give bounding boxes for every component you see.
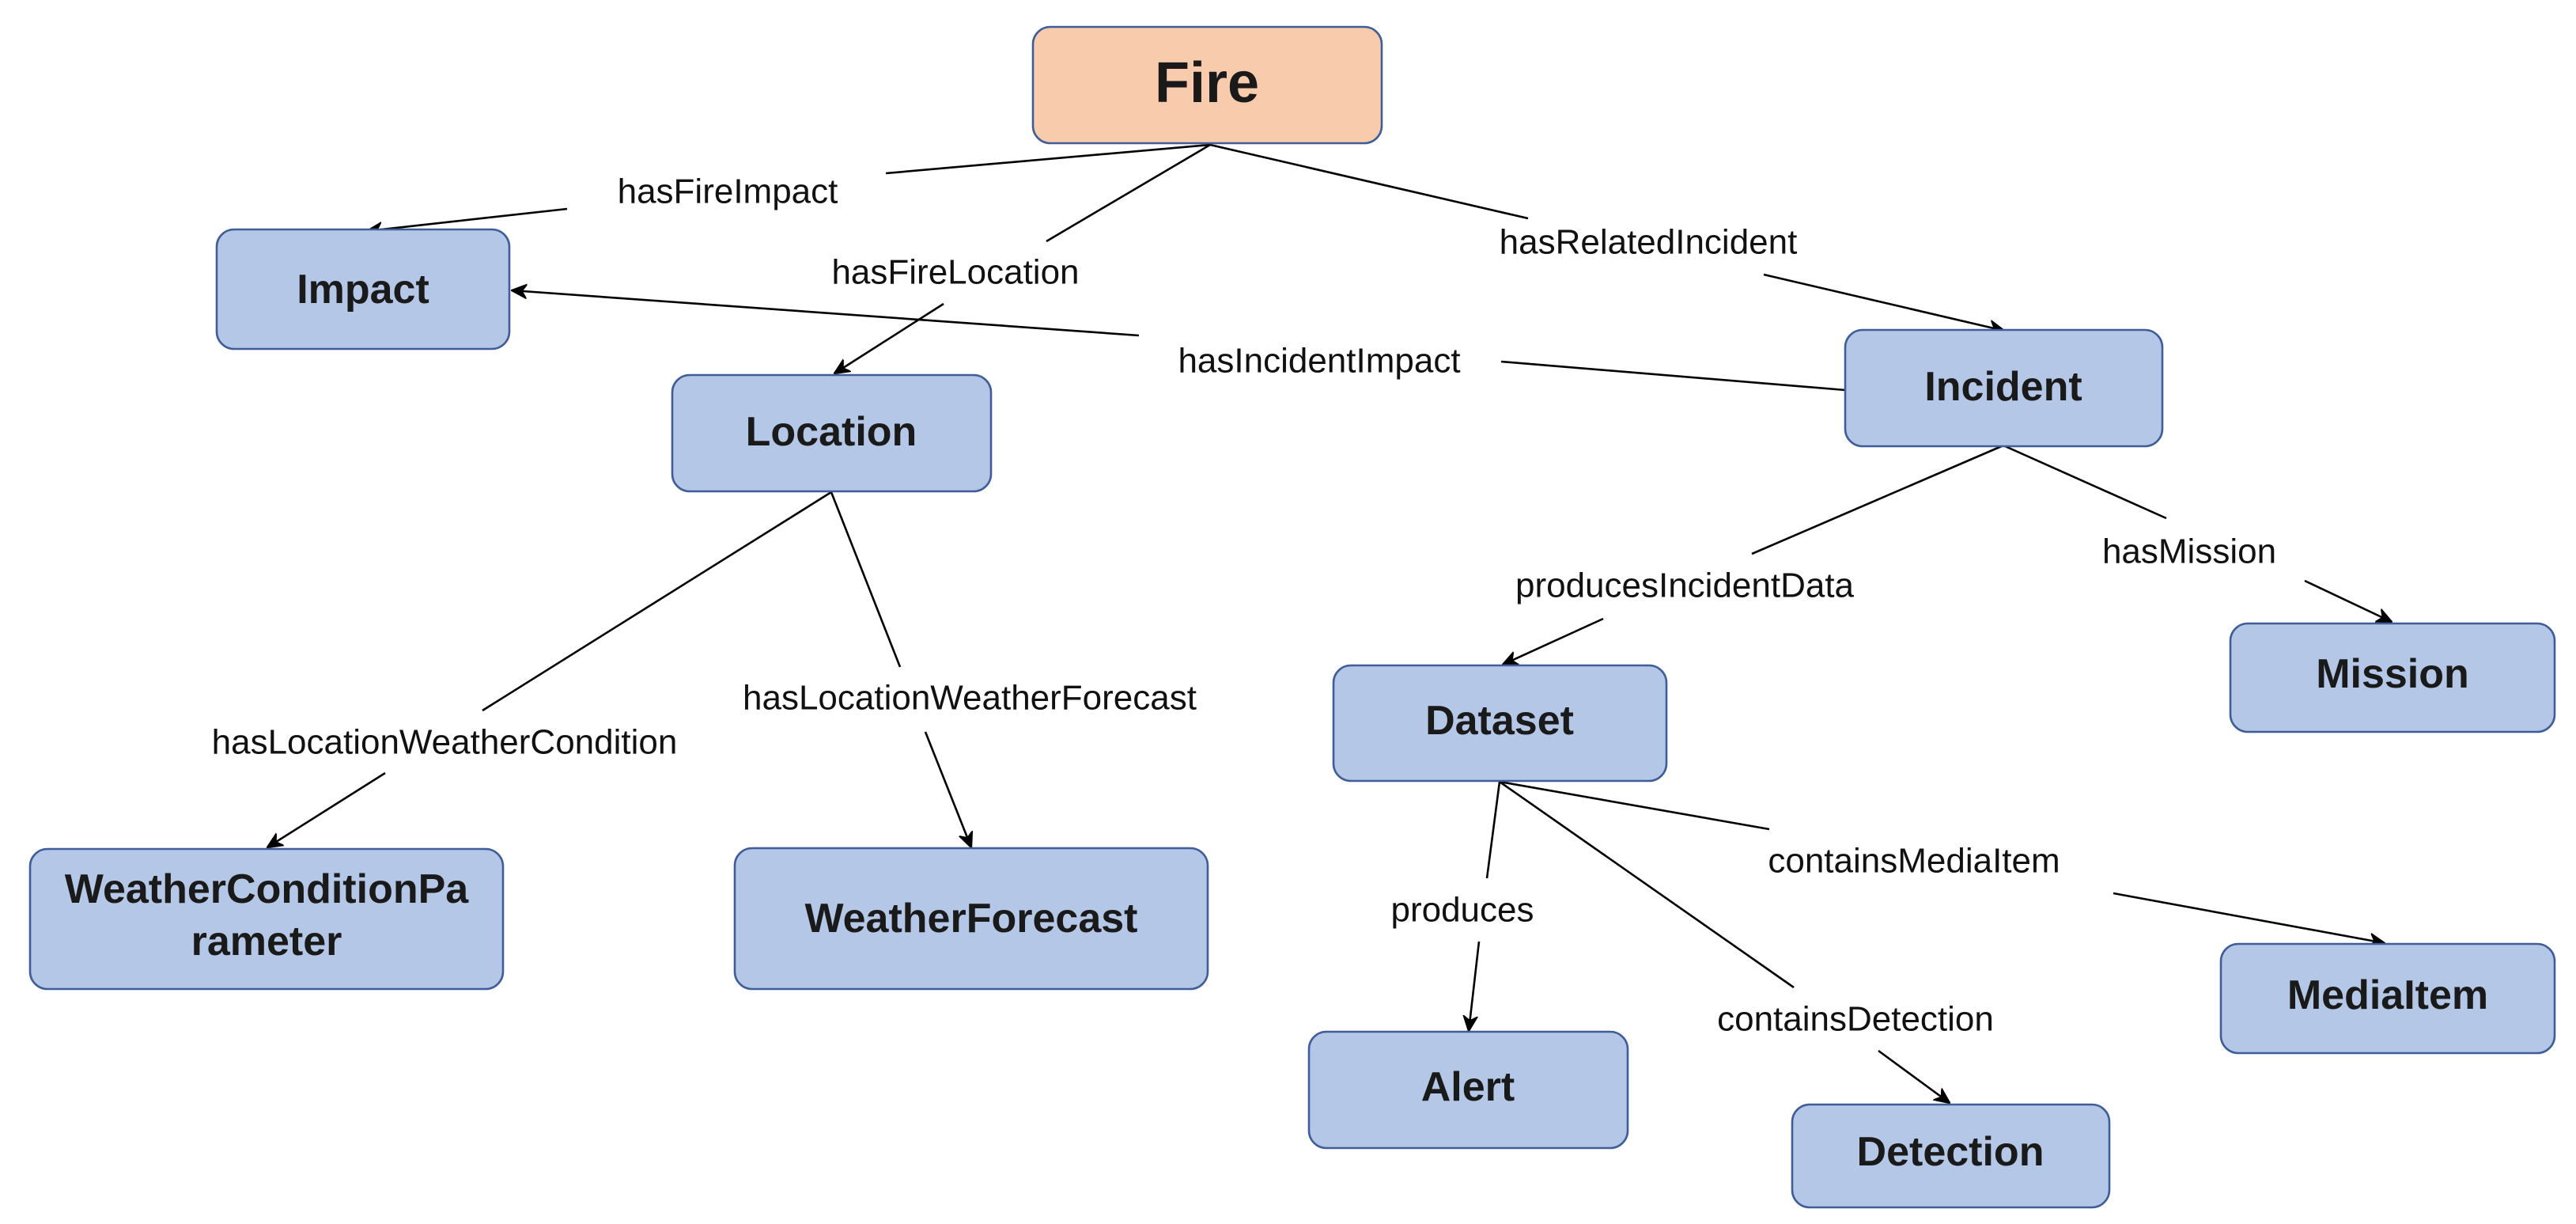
node-incident-label: Incident — [1924, 364, 2082, 410]
edge-arrow-line — [834, 302, 944, 373]
edge-has-incident-impact: hasIncidentImpact — [512, 290, 1846, 392]
node-dataset-box — [1332, 664, 1668, 783]
edge-arrow-line — [367, 207, 568, 231]
node-alert[interactable]: Alert — [1307, 1030, 1629, 1150]
edge-label-has-location-weather-condition: hasLocationWeatherCondition — [212, 723, 678, 762]
node-dataset[interactable]: Dataset — [1332, 664, 1668, 783]
node-impact-box — [215, 228, 511, 351]
edge-label-has-location-weather-forecast: hasLocationWeatherForecast — [743, 679, 1197, 718]
node-impact[interactable]: Impact — [215, 228, 511, 351]
node-detection-label: Detection — [1857, 1129, 2045, 1175]
node-mission-label: Mission — [2316, 651, 2469, 697]
node-alert-box — [1307, 1030, 1629, 1150]
edge-arrow-line — [1503, 617, 1604, 666]
node-impact-label: Impact — [297, 267, 429, 313]
edge-line — [1500, 360, 1846, 392]
edge-line — [1499, 780, 1795, 989]
node-weather-condition-parameter-label-line2: rameter — [191, 919, 342, 964]
edge-line — [1499, 780, 1770, 831]
edge-label-has-fire-location: hasFireLocation — [831, 253, 1079, 292]
node-incident[interactable]: Incident — [1844, 328, 2164, 448]
edge-contains-detection: containsDetection — [1499, 780, 1994, 1103]
node-location[interactable]: Location — [671, 373, 993, 493]
edge-line — [482, 491, 832, 712]
node-media-item[interactable]: MediaItem — [2219, 942, 2556, 1055]
node-weather-forecast[interactable]: WeatherForecast — [733, 847, 1209, 991]
edge-label-contains-media-item: containsMediaItem — [1768, 842, 2060, 881]
edge-produces: produces — [1390, 781, 1534, 1031]
node-location-label: Location — [746, 409, 917, 455]
edge-has-fire-impact: hasFireImpact — [367, 143, 1211, 231]
node-weather-forecast-box — [733, 847, 1209, 991]
edge-label-produces-incident-data: producesIncidentData — [1515, 567, 1855, 605]
edge-line — [2003, 444, 2167, 520]
node-location-box — [671, 373, 993, 493]
edge-line — [830, 491, 902, 668]
node-fire-label: Fire — [1155, 51, 1259, 115]
edge-line — [1046, 143, 1211, 243]
node-fire-box — [1031, 25, 1383, 145]
edge-line — [1485, 781, 1501, 879]
node-media-item-box — [2219, 942, 2556, 1055]
node-fire[interactable]: Fire — [1031, 25, 1383, 145]
node-media-item-label: MediaItem — [2287, 972, 2488, 1018]
edge-label-produces: produces — [1390, 891, 1534, 930]
node-detection[interactable]: Detection — [1791, 1103, 2111, 1209]
edge-has-location-weather-condition: hasLocationWeatherCondition — [212, 491, 832, 847]
node-alert-label: Alert — [1421, 1064, 1515, 1110]
edge-line — [1751, 444, 2004, 555]
edge-line — [885, 143, 1211, 175]
node-mission-box — [2229, 622, 2556, 733]
node-weather-forecast-label: WeatherForecast — [805, 896, 1138, 942]
edge-arrow-line — [2304, 579, 2392, 622]
edge-produces-incident-data: producesIncidentData — [1503, 444, 2004, 666]
edge-contains-media-item: containsMediaItem — [1499, 780, 2385, 943]
node-weather-condition-parameter-label-line1: WeatherConditionPa — [65, 866, 469, 912]
edge-label-has-related-incident: hasRelatedIncident — [1500, 223, 1798, 262]
edge-has-location-weather-forecast: hasLocationWeatherForecast — [743, 491, 1197, 847]
edge-has-related-incident: hasRelatedIncident — [1209, 143, 2004, 331]
edge-has-fire-location: hasFireLocation — [831, 143, 1211, 373]
edge-arrow-line — [1878, 1049, 1950, 1103]
node-detection-box — [1791, 1103, 2111, 1209]
edge-line — [1209, 143, 1529, 220]
edge-label-has-fire-impact: hasFireImpact — [618, 172, 838, 211]
edge-arrow-line — [924, 731, 971, 847]
edge-arrow-line — [512, 290, 1140, 337]
edge-has-mission: hasMission — [2003, 444, 2392, 622]
edge-label-contains-detection: containsDetection — [1717, 1000, 1994, 1039]
node-weather-condition-parameter[interactable]: WeatherConditionPa rameter — [28, 847, 505, 991]
node-incident-box — [1844, 328, 2164, 448]
node-mission[interactable]: Mission — [2229, 622, 2556, 733]
edge-arrow-line — [267, 771, 386, 847]
edge-arrow-line — [2113, 892, 2385, 943]
node-weather-condition-parameter-box — [28, 847, 505, 991]
edge-arrow-line — [1763, 273, 2004, 331]
node-dataset-label: Dataset — [1425, 698, 1574, 744]
edge-arrow-line — [1469, 941, 1481, 1031]
edge-label-has-incident-impact: hasIncidentImpact — [1178, 342, 1460, 381]
edge-label-has-mission: hasMission — [2102, 532, 2276, 571]
